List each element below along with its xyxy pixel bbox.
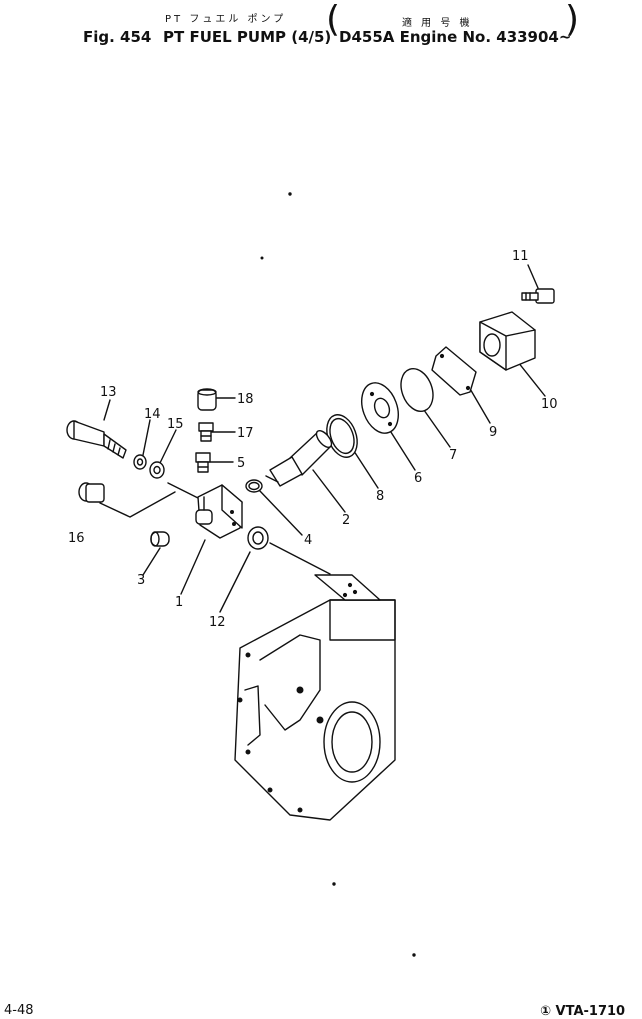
callout-18: 18 xyxy=(237,392,254,407)
callout-2: 2 xyxy=(342,513,350,528)
callout-15: 15 xyxy=(167,417,184,432)
part-12-seal xyxy=(247,526,269,550)
japanese-title: PT フュエル ポンプ xyxy=(165,14,287,25)
part-15-washer xyxy=(149,461,165,479)
document-code: ① VTA-1710 xyxy=(540,1004,626,1019)
part-1-pump-body xyxy=(195,484,243,539)
callout-14: 14 xyxy=(144,407,161,422)
callout-4: 4 xyxy=(304,533,312,548)
callout-7: 7 xyxy=(449,448,457,463)
part-2-shaft xyxy=(265,429,333,487)
callout-10: 10 xyxy=(541,397,558,412)
callout-3: 3 xyxy=(137,573,145,588)
part-14-washer xyxy=(133,454,147,470)
figure-number: Fig. 454 xyxy=(83,28,152,46)
engine-serial: D455A Engine No. 433904~ xyxy=(339,28,572,46)
part-18-cap xyxy=(197,388,217,411)
right-paren: ) xyxy=(565,0,580,40)
callout-8: 8 xyxy=(376,489,384,504)
callout-labels: 1 2 3 4 5 6 7 8 9 10 11 12 13 14 15 16 1… xyxy=(68,249,558,630)
callout-17: 17 xyxy=(237,426,254,441)
part-10-cover xyxy=(479,311,536,371)
callout-12: 12 xyxy=(209,615,226,630)
part-13-screw xyxy=(66,420,127,459)
part-8-o-ring xyxy=(326,414,358,458)
callout-9: 9 xyxy=(489,425,497,440)
part-7-gasket xyxy=(400,367,434,413)
part-11-bolt xyxy=(521,288,555,304)
part-17-fitting xyxy=(198,422,214,442)
scan-specks xyxy=(260,192,416,957)
callout-16: 16 xyxy=(68,531,85,546)
part-9-plate xyxy=(431,346,477,396)
part-3-bushing xyxy=(150,531,170,547)
callout-1: 1 xyxy=(175,595,183,610)
part-16-plug xyxy=(78,482,105,503)
page-number: 4-48 xyxy=(4,1003,34,1018)
diagram-title: PT FUEL PUMP (4/5) xyxy=(163,28,332,46)
part-5-fitting xyxy=(195,452,211,473)
callout-13: 13 xyxy=(100,385,117,400)
callout-6: 6 xyxy=(414,471,422,486)
callout-5: 5 xyxy=(237,456,245,471)
part-6-flange xyxy=(361,382,399,434)
engine-housing xyxy=(234,574,396,821)
callout-11: 11 xyxy=(512,249,529,264)
japanese-applicable-model: 適 用 号 機 xyxy=(402,18,473,29)
part-4-o-ring xyxy=(245,479,263,493)
left-paren: ( xyxy=(326,0,341,40)
